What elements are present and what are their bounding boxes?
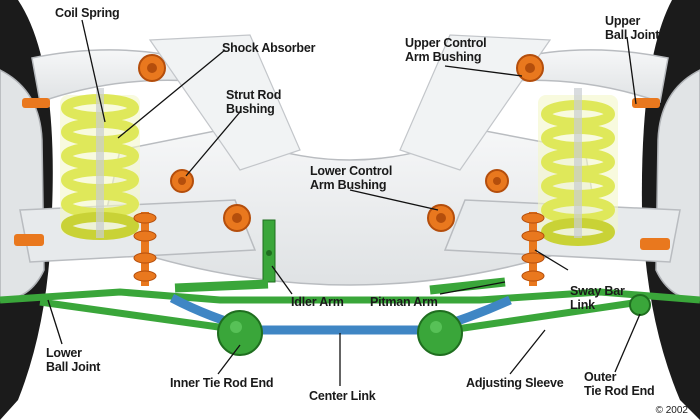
lower-control-arm-bushing-right xyxy=(427,204,455,232)
label-line-2: Arm Bushing xyxy=(310,178,387,192)
right-lower-ball-joint xyxy=(640,238,670,250)
right-tie-rod xyxy=(449,298,641,334)
label-center-link: Center Link xyxy=(309,389,376,403)
label-lower-control-arm-bushing: Lower Control Arm Bushing xyxy=(310,164,392,192)
label-line-2: Bushing xyxy=(226,102,275,116)
label-outer-tie-rod-end: Outer Tie Rod End xyxy=(584,370,655,398)
lower-control-arm-bushing-left xyxy=(223,204,251,232)
label-line-2: Arm Bushing xyxy=(405,50,482,64)
upper-control-arm-bushing-left xyxy=(138,54,166,82)
label-line-1: Lower Control xyxy=(310,164,393,178)
label-shock-absorber: Shock Absorber xyxy=(222,41,316,55)
right-upper-ball-joint xyxy=(632,98,660,108)
label-pitman-arm: Pitman Arm xyxy=(370,295,438,309)
label-line-1: Strut Rod xyxy=(226,88,282,102)
label-line-2: Link xyxy=(570,298,595,312)
center-link xyxy=(169,294,512,335)
left-upper-ball-joint xyxy=(22,98,50,108)
label-adjusting-sleeve: Adjusting Sleeve xyxy=(466,376,564,390)
upper-control-arm-bushing-right xyxy=(516,54,544,82)
label-line-1: Upper Control xyxy=(405,36,487,50)
label-line-1: Sway Bar xyxy=(570,284,625,298)
label-line-2: Ball Joint xyxy=(46,360,101,374)
right-frame-rail xyxy=(399,34,552,171)
label-sway-bar-link: Sway Bar Link xyxy=(570,284,625,312)
label-line-2: Ball Joint xyxy=(605,28,660,42)
label-line-1: Outer xyxy=(584,370,617,384)
label-inner-tie-rod-end: Inner Tie Rod End xyxy=(170,376,274,390)
label-line-1: Upper xyxy=(605,14,641,28)
outer-tie-rod-end xyxy=(629,294,651,316)
label-upper-control-arm-bushing: Upper Control Arm Bushing xyxy=(405,36,487,64)
label-lower-ball-joint: Lower Ball Joint xyxy=(46,346,100,374)
label-coil-spring: Coil Spring xyxy=(55,6,120,20)
pitman-arm xyxy=(429,277,506,295)
left-frame-rail xyxy=(148,34,301,171)
sway-bar xyxy=(0,288,700,304)
sway-bar-link-left xyxy=(133,212,157,286)
strut-rod-bushing-left xyxy=(170,169,194,193)
adjusting-sleeve xyxy=(417,310,463,356)
label-idler-arm: Idler Arm xyxy=(291,295,344,309)
inner-tie-rod-end xyxy=(217,310,263,356)
copyright-notice: © 2002 xyxy=(655,405,688,416)
left-lower-ball-joint xyxy=(14,234,44,246)
label-line-2: Tie Rod End xyxy=(584,384,655,398)
left-shock-absorber xyxy=(96,88,104,238)
label-upper-ball-joint: Upper Ball Joint xyxy=(605,14,659,42)
label-line-1: Lower xyxy=(46,346,82,360)
leader-lines xyxy=(47,19,641,386)
sway-bar-link-right xyxy=(521,212,545,286)
left-tie-rod xyxy=(39,298,241,334)
strut-rod-bushing-right xyxy=(485,169,509,193)
idler-arm xyxy=(174,219,276,293)
label-strut-rod-bushing: Strut Rod Bushing xyxy=(226,88,281,116)
right-shock-absorber xyxy=(574,88,582,238)
